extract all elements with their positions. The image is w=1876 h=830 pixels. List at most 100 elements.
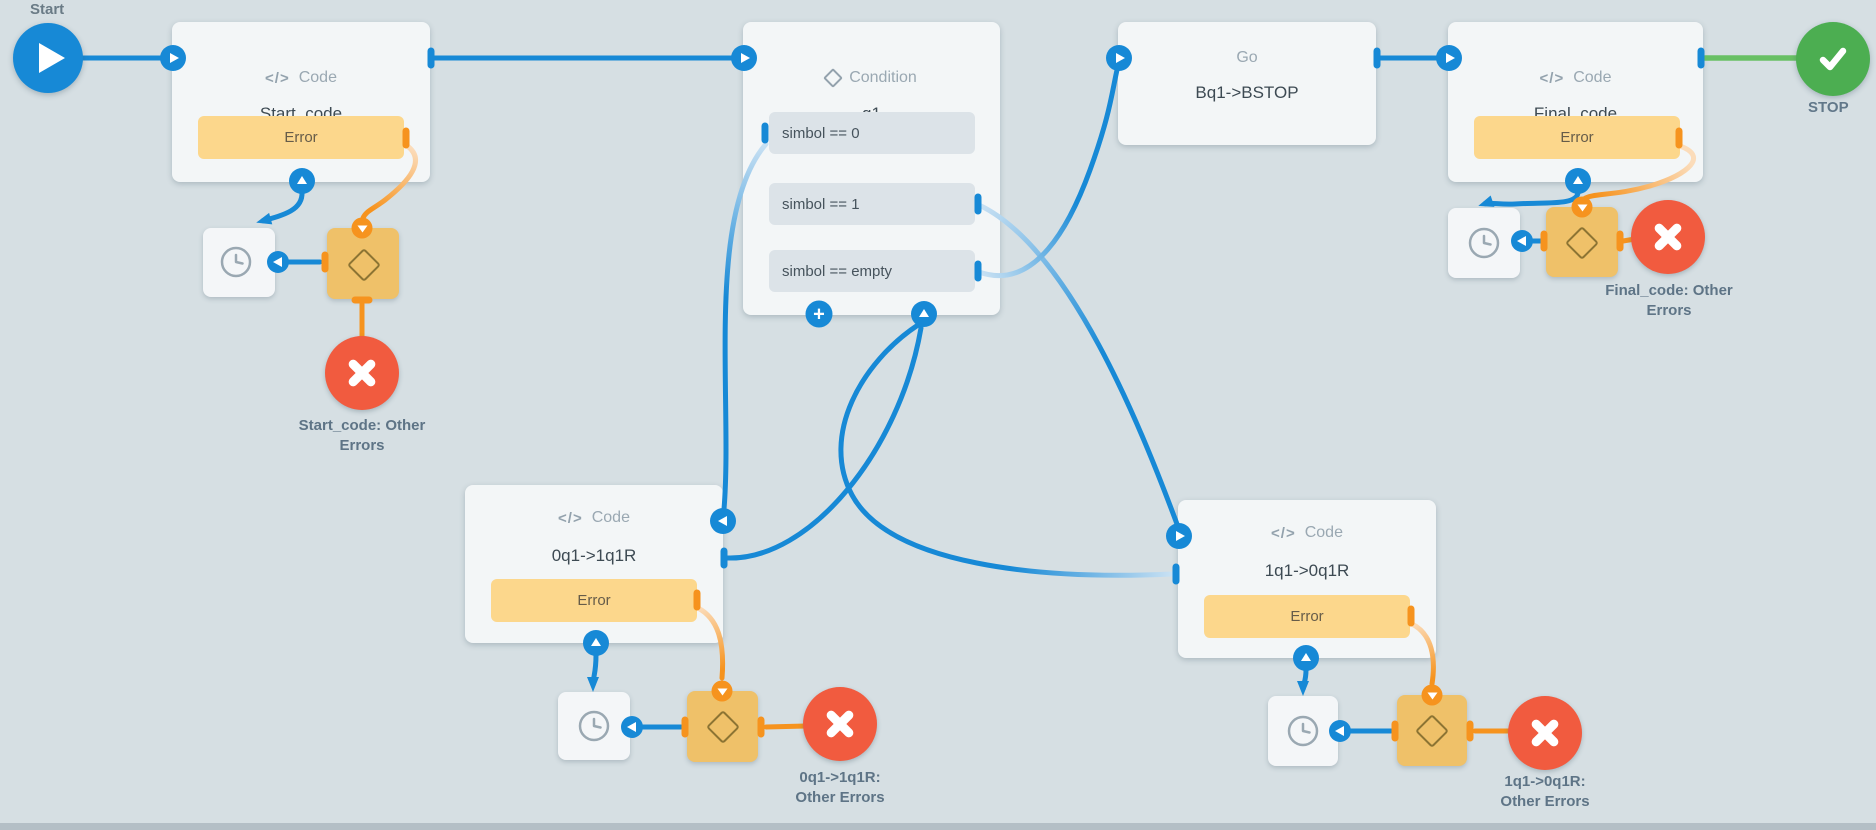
node-title: 1q1->0q1R <box>1264 561 1350 580</box>
timeout-port-final[interactable] <box>1511 230 1533 252</box>
error-endpoint-start[interactable] <box>325 336 399 410</box>
error-group-label-line2: Errors <box>1646 302 1692 319</box>
timeout-node-0q1[interactable] <box>558 692 630 760</box>
condition-row[interactable]: simbol == 0 <box>769 112 975 154</box>
arrow-right-icon <box>169 53 179 63</box>
error-endpoint-0q1[interactable] <box>803 687 877 761</box>
timeout-node-final[interactable] <box>1448 208 1520 278</box>
input-port-final-code[interactable] <box>1436 45 1462 71</box>
arrow-down-icon <box>717 688 727 696</box>
bottom-port-1q1[interactable] <box>1293 645 1319 671</box>
timeout-port-start[interactable] <box>267 251 289 273</box>
node-header: </> Code <box>172 67 430 89</box>
arrow-right-icon <box>1445 53 1455 63</box>
node-type-label: Condition <box>849 69 917 86</box>
error-endpoint-1q1[interactable] <box>1508 696 1582 770</box>
node-0q1-1q1r[interactable]: </> Code 0q1->1q1R Error <box>465 485 723 643</box>
x-icon <box>1508 696 1582 770</box>
error-button[interactable]: Error <box>491 579 697 622</box>
output-nub-go[interactable] <box>1373 47 1381 69</box>
error-handler-top-port-final[interactable] <box>1571 196 1593 218</box>
arrow-left-icon <box>272 257 282 267</box>
input-port-start-code[interactable] <box>160 45 186 71</box>
timeout-node-start[interactable] <box>203 228 275 297</box>
error-endpoint-final[interactable] <box>1631 200 1705 274</box>
input-port-0q1[interactable] <box>710 508 736 534</box>
error-handler-left-nub-start[interactable] <box>321 251 329 273</box>
error-output-nub-start-code[interactable] <box>402 127 410 149</box>
error-handler-node-1q1[interactable] <box>1397 695 1467 766</box>
output-nub-final-code[interactable] <box>1697 47 1705 69</box>
error-handler-top-port-1q1[interactable] <box>1421 684 1443 706</box>
bottom-port-0q1[interactable] <box>583 630 609 656</box>
bottom-port-final-code[interactable] <box>1565 168 1591 194</box>
node-final-code[interactable]: </> Code Final_code Error <box>1448 22 1703 182</box>
connection-errorhandler-to-x-0q1 <box>763 723 809 730</box>
error-handler-left-nub-0q1[interactable] <box>681 716 689 738</box>
error-group-label-final: Final_code: Other Errors <box>1605 281 1733 321</box>
error-button[interactable]: Error <box>1474 116 1680 159</box>
error-group-label-1q1: 1q1->0q1R: Other Errors <box>1500 772 1589 812</box>
stop-label: STOP <box>1808 99 1849 116</box>
error-handler-top-port-start[interactable] <box>351 217 373 239</box>
error-output-nub-final-code[interactable] <box>1675 127 1683 149</box>
diamond-icon <box>347 248 381 282</box>
bottom-port-condition[interactable] <box>911 301 937 327</box>
start-node[interactable] <box>13 23 83 93</box>
input-port-condition[interactable] <box>731 45 757 71</box>
error-handler-top-port-0q1[interactable] <box>711 680 733 702</box>
error-output-nub-0q1[interactable] <box>693 589 701 611</box>
error-handler-node-start[interactable] <box>327 228 399 299</box>
input-port-go[interactable] <box>1106 45 1132 71</box>
error-handler-left-nub-final[interactable] <box>1540 230 1548 252</box>
node-header: Go <box>1118 47 1376 69</box>
add-condition-button[interactable]: + <box>805 300 833 328</box>
timeout-node-1q1[interactable] <box>1268 696 1338 766</box>
code-icon: </> <box>265 69 290 87</box>
arrow-down-icon <box>1427 692 1437 700</box>
x-icon <box>325 336 399 410</box>
error-handler-bottom-nub-start[interactable] <box>351 296 373 304</box>
x-icon <box>1631 200 1705 274</box>
condition-out-nub-simbol0[interactable] <box>761 122 769 144</box>
error-handler-right-nub-final[interactable] <box>1616 230 1624 252</box>
node-start-code[interactable]: </> Code Start_code Error <box>172 22 430 182</box>
error-handler-right-nub-1q1[interactable] <box>1466 720 1474 742</box>
condition-out-nub-simbolempty[interactable] <box>974 260 982 282</box>
node-header: </> Code <box>1178 522 1436 544</box>
clock-icon <box>1287 715 1319 747</box>
arrow-left-icon <box>626 722 636 732</box>
output-nub-1q1[interactable] <box>1172 563 1180 585</box>
condition-row[interactable]: simbol == 1 <box>769 183 975 225</box>
error-handler-right-nub-0q1[interactable] <box>757 716 765 738</box>
output-nub-0q1[interactable] <box>720 547 728 569</box>
timeout-port-1q1[interactable] <box>1329 720 1351 742</box>
condition-row[interactable]: simbol == empty <box>769 250 975 292</box>
condition-row-label: simbol == 1 <box>782 195 860 213</box>
stop-node[interactable] <box>1796 22 1870 96</box>
code-icon: </> <box>1271 524 1296 542</box>
arrow-left-icon <box>717 516 727 526</box>
error-group-label-line2: Errors <box>339 437 385 454</box>
error-handler-node-0q1[interactable] <box>687 691 758 762</box>
code-icon: </> <box>1539 69 1565 87</box>
output-nub-start-code[interactable] <box>427 47 435 69</box>
timeout-port-0q1[interactable] <box>621 716 643 738</box>
error-output-nub-1q1[interactable] <box>1407 605 1415 627</box>
node-1q1-0q1r[interactable]: </> Code 1q1->0q1R Error <box>1178 500 1436 658</box>
error-handler-left-nub-1q1[interactable] <box>1391 720 1399 742</box>
node-type-label: Code <box>298 69 337 86</box>
error-button[interactable]: Error <box>198 116 404 159</box>
error-handler-node-final[interactable] <box>1546 207 1618 277</box>
condition-out-nub-simbol1[interactable] <box>974 193 982 215</box>
arrow-up-icon <box>1301 653 1311 661</box>
diamond-icon <box>1565 226 1599 260</box>
x-icon <box>803 687 877 761</box>
bottom-port-start-code[interactable] <box>289 168 315 194</box>
input-port-1q1[interactable] <box>1166 523 1192 549</box>
error-button[interactable]: Error <box>1204 595 1410 638</box>
node-condition-q1[interactable]: Condition q1 simbol == 0 simbol == 1 sim… <box>743 22 1000 315</box>
arrow-left-icon <box>1334 726 1344 736</box>
node-go[interactable]: Go Bq1->BSTOP <box>1118 22 1376 145</box>
